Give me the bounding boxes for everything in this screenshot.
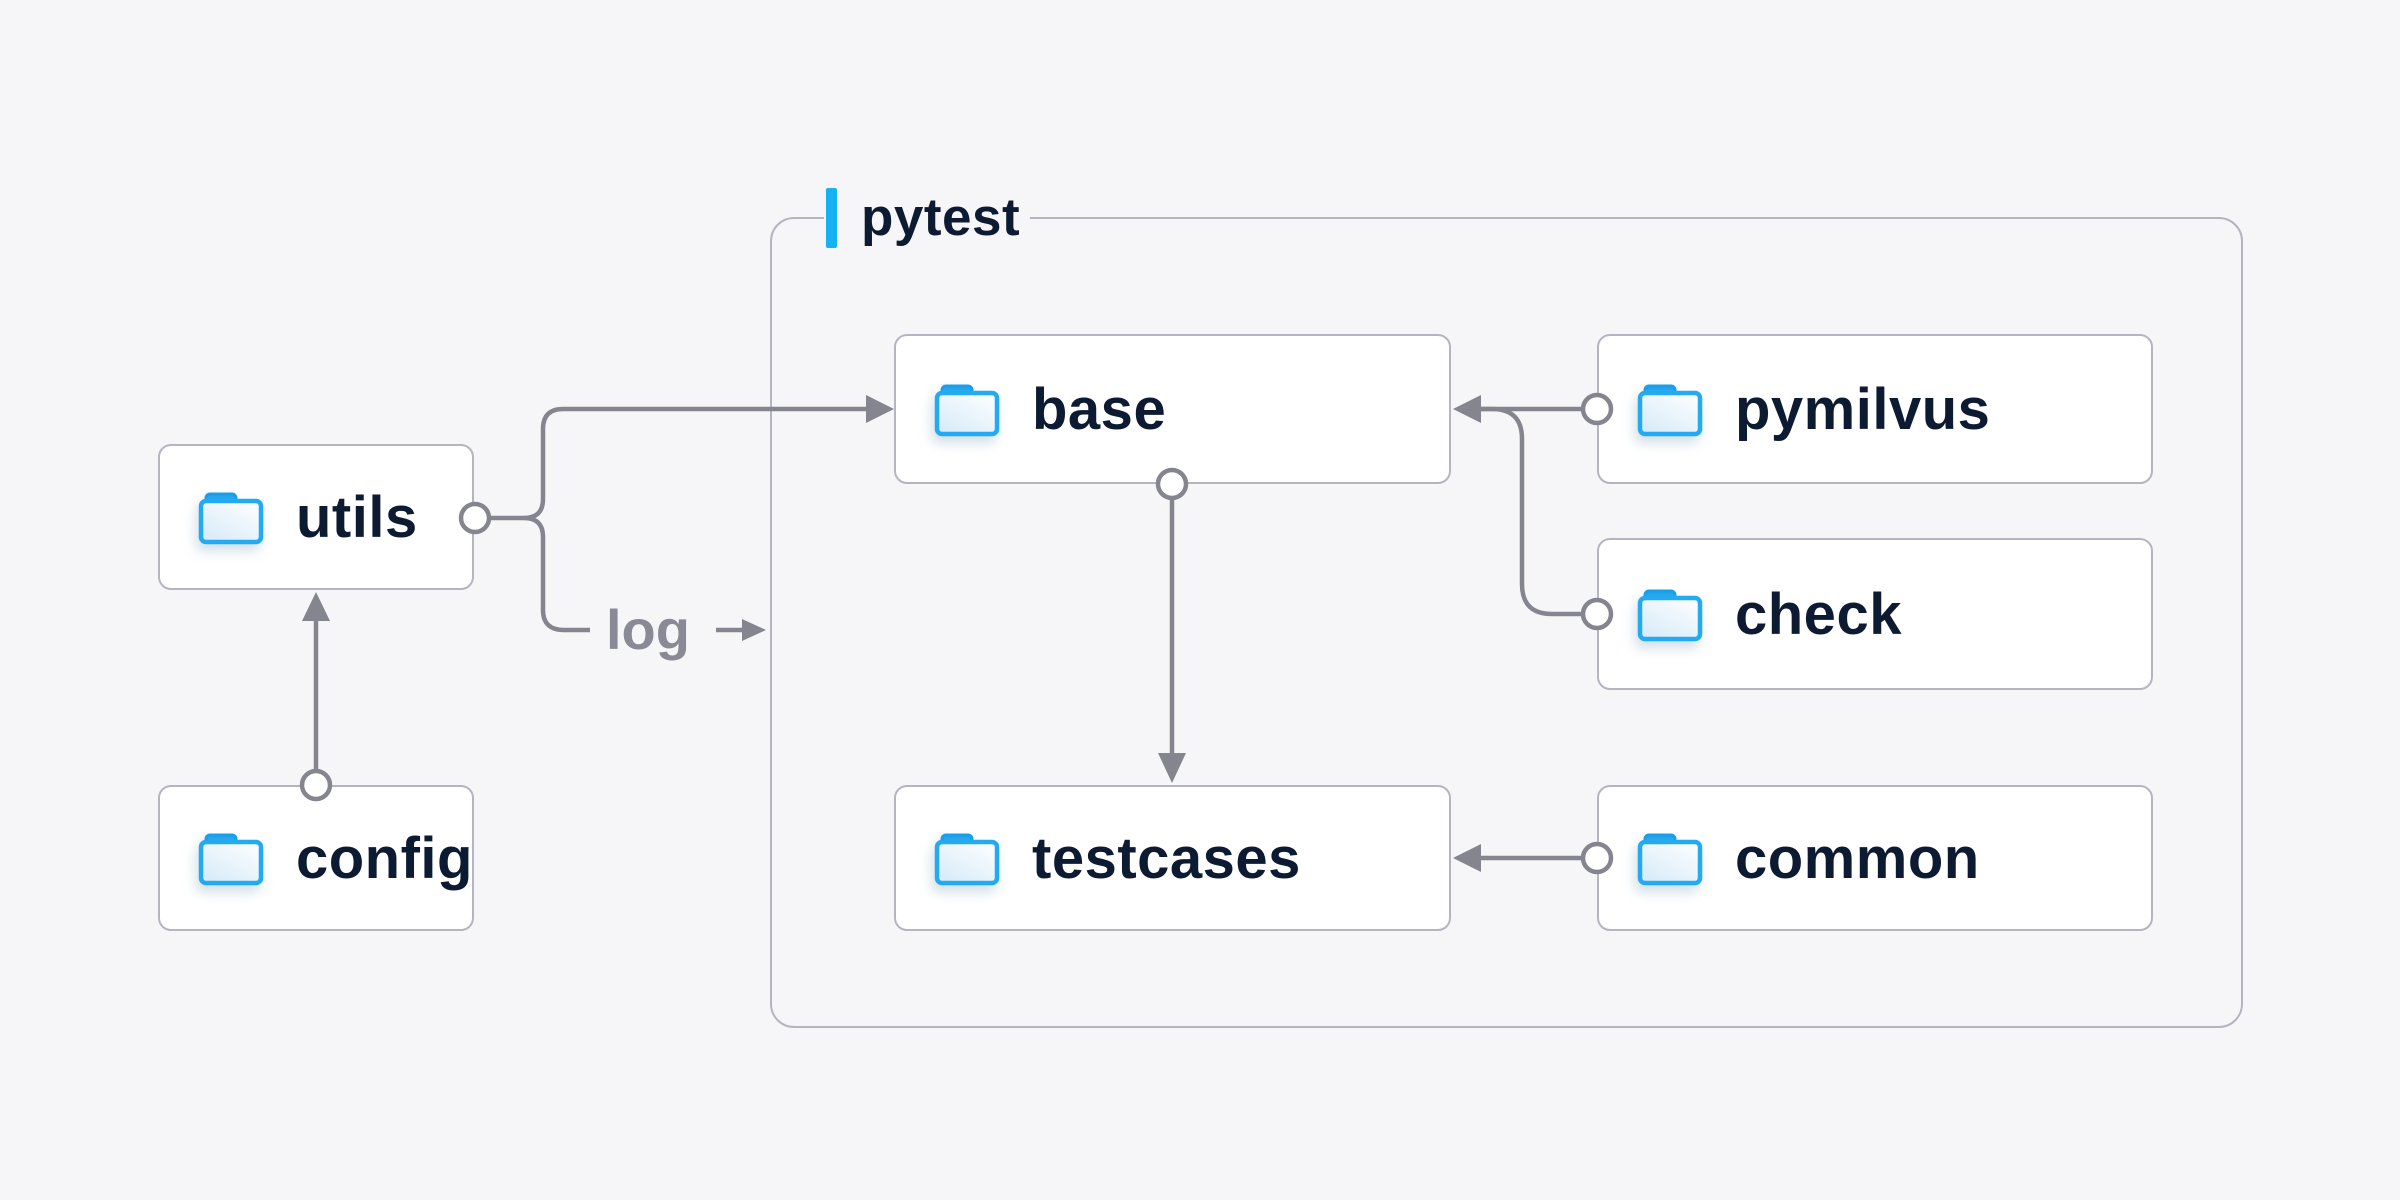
accent-bar-icon [826,188,837,248]
folder-icon [1637,384,1703,437]
node-label-utils: utils [296,484,418,550]
edge-label-log: log [606,598,690,661]
folder-icon [934,384,1000,437]
node-label-pymilvus: pymilvus [1735,376,1991,442]
node-label-testcases: testcases [1032,825,1301,891]
pytest-group-title: pytest [861,188,1021,247]
node-config: config [158,785,474,931]
node-label-config: config [296,825,473,891]
node-base: base [894,334,1451,484]
folder-icon [198,833,264,886]
node-check: check [1597,538,2153,690]
node-utils: utils [158,444,474,590]
node-testcases: testcases [894,785,1451,931]
node-label-check: check [1735,581,1902,647]
folder-icon [1637,589,1703,642]
node-label-base: base [1032,376,1167,442]
folder-icon [1637,833,1703,886]
folder-icon [198,492,264,545]
node-common: common [1597,785,2153,931]
node-label-common: common [1735,825,1980,891]
pytest-group-container: pytest [770,187,2243,1028]
node-pymilvus: pymilvus [1597,334,2153,484]
folder-icon [934,833,1000,886]
pytest-group-label: pytest [824,187,1031,249]
edge-config-utils [299,592,333,802]
